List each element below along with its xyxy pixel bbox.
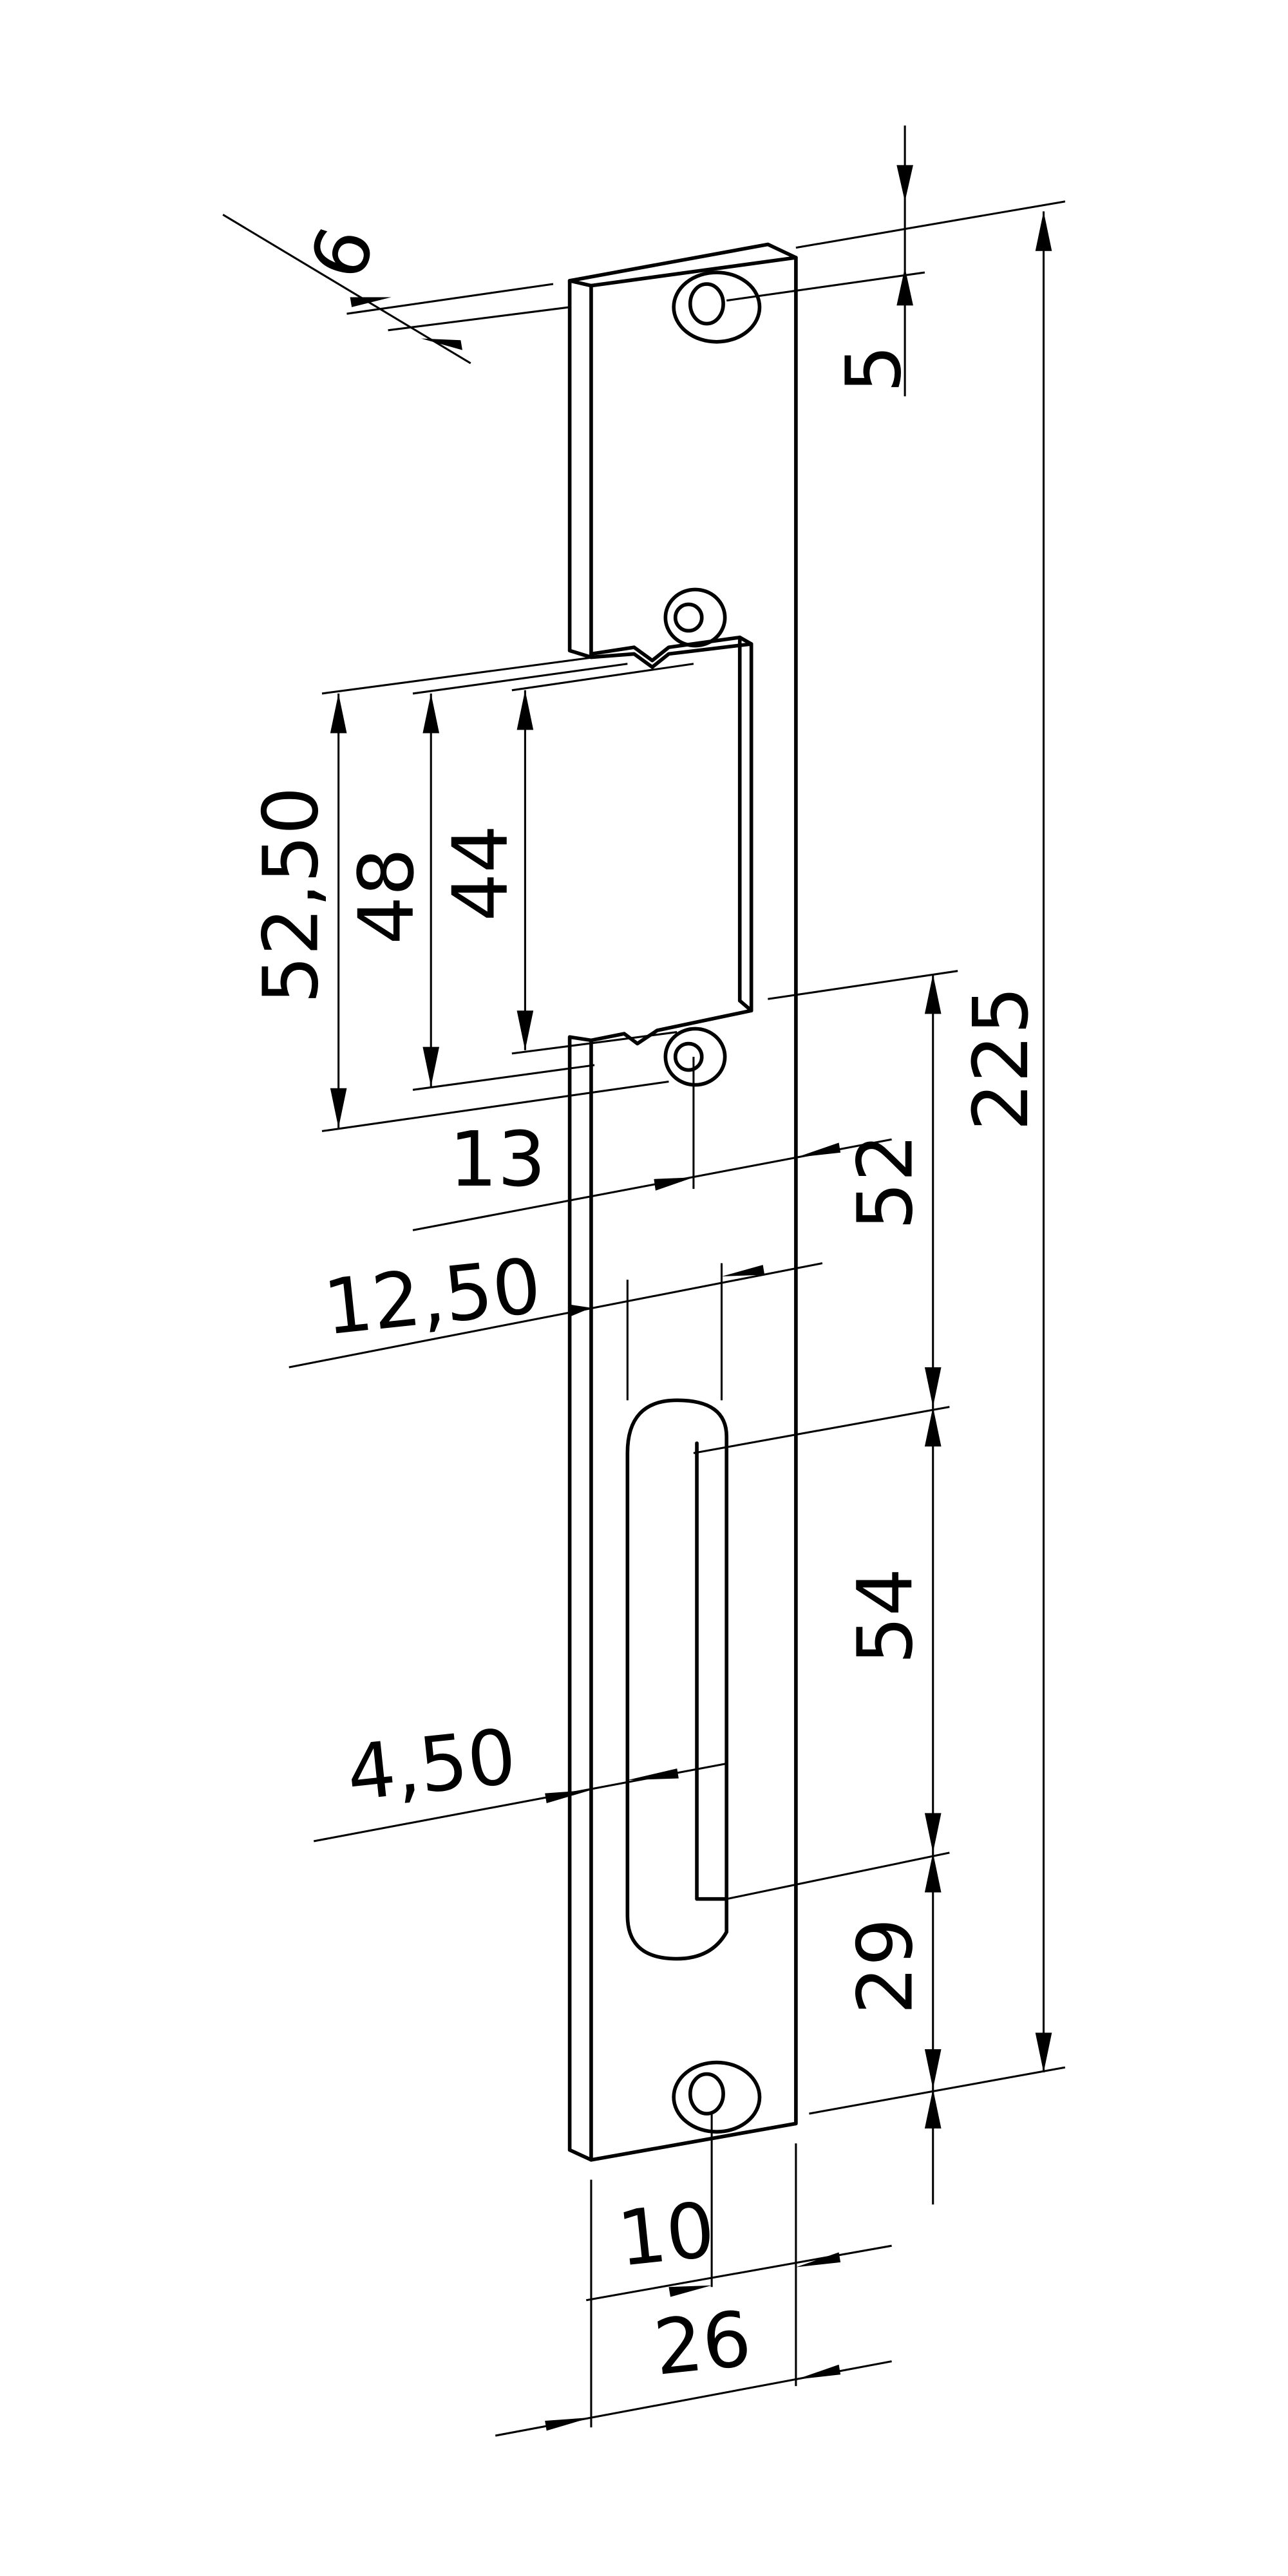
dim-thickness: 6 — [293, 216, 392, 290]
dim-top-hole-offset: 5 — [829, 345, 918, 393]
dim-opening-mid: 48 — [343, 848, 431, 945]
dimension-labels: 6 5 225 52,50 48 44 13 52 12,50 54 4,50 … — [247, 216, 1045, 2392]
dim-hole-to-slot: 52 — [841, 1133, 929, 1230]
dim-hole-offset: 13 — [449, 1115, 545, 1204]
screw-hole — [663, 270, 762, 2134]
dim-plate-width: 26 — [650, 2295, 755, 2392]
dim-hole-center-x: 10 — [614, 2186, 719, 2284]
dim-slot-length: 54 — [841, 1568, 929, 1665]
dim-opening-outer: 52,50 — [247, 786, 335, 1004]
slot — [625, 1398, 729, 1961]
dim-slot-offset: 12,50 — [319, 1242, 545, 1352]
dim-overall-length: 225 — [957, 986, 1045, 1131]
dimension-arrows — [330, 165, 1052, 2431]
dim-slot-to-bottom-hole: 29 — [841, 1918, 929, 2014]
dim-opening-inner: 44 — [437, 825, 525, 922]
plate-outline — [567, 242, 798, 2162]
dim-slot-width: 4,50 — [343, 1712, 520, 1818]
